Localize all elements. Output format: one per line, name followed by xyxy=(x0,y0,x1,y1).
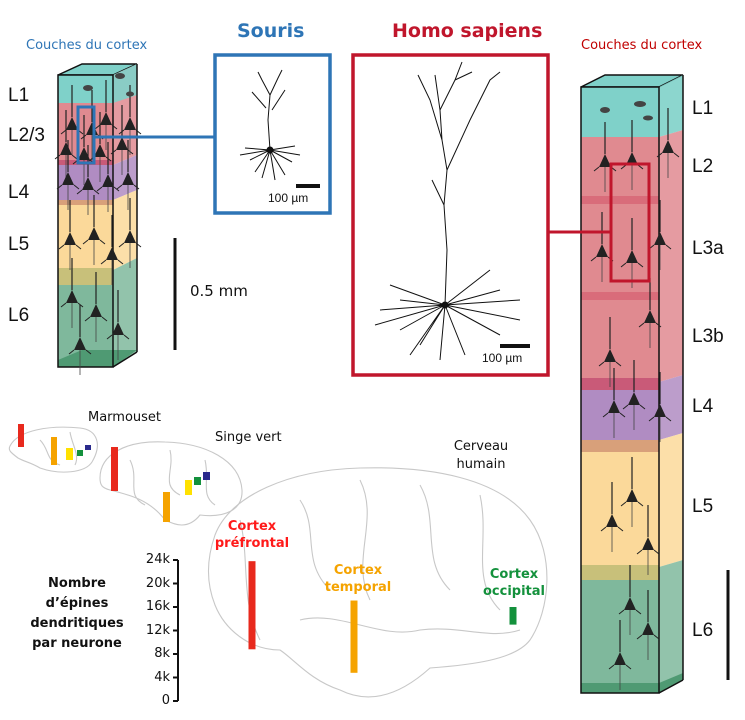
mouse-layer-label: L5 xyxy=(8,234,30,255)
human-cortex-column xyxy=(580,74,684,694)
region-label-prefrontal: Cortex préfrontal xyxy=(212,518,292,552)
monkey-temporal-bar xyxy=(163,492,170,522)
marmoset-brain-outline xyxy=(8,426,98,473)
region-line: Cortex xyxy=(333,563,383,578)
bar-occipital xyxy=(509,607,517,625)
human-bars xyxy=(248,561,517,673)
human-layer-L1 xyxy=(581,87,659,137)
human-title: Homo sapiens xyxy=(392,20,543,42)
human-neuron-drawing xyxy=(374,61,521,361)
mouse-cortex-column xyxy=(54,63,142,376)
human-layer-label: L4 xyxy=(692,396,714,417)
mouse-neuron-scale-label: 100 µm xyxy=(268,191,309,205)
bar-prefrontal xyxy=(248,561,256,650)
y-tick-label: 4k xyxy=(154,669,170,685)
y-axis-title-line: Nombre xyxy=(48,576,106,591)
region-line: occipital xyxy=(482,584,545,599)
bar-temporal xyxy=(350,600,358,673)
human-brain-label: Cerveau humain xyxy=(453,439,509,472)
monkey-green-bar xyxy=(194,477,201,485)
marmoset-label: Marmouset xyxy=(88,410,162,425)
mouse-layer-L5 xyxy=(58,205,113,270)
mouse-title: Souris xyxy=(237,20,305,42)
region-label-temporal: Cortex temporal xyxy=(318,562,398,596)
marmoset-temporal-bar xyxy=(51,437,57,465)
y-axis-title: Nombre d’épines dendritiques par neurone xyxy=(22,574,132,654)
human-layer-label: L2 xyxy=(692,156,714,177)
human-neuron-panel xyxy=(351,53,550,377)
marmoset-navy-bar xyxy=(85,445,91,450)
human-layer-label: L6 xyxy=(692,620,714,641)
y-axis-title-line: par neurone xyxy=(32,636,122,651)
y-tick-label: 24k xyxy=(145,552,170,567)
human-layer-label: L5 xyxy=(692,496,714,517)
column-scale-label: 0.5 mm xyxy=(190,282,248,300)
region-line: préfrontal xyxy=(214,536,290,551)
region-line: Cortex xyxy=(489,567,539,582)
region-label-occipital: Cortex occipital xyxy=(474,566,554,600)
human-brain-outline xyxy=(208,467,548,698)
mouse-layer-label: L6 xyxy=(8,305,30,326)
mouse-layers-caption: Couches du cortex xyxy=(26,38,148,53)
y-axis-title-line: d’épines xyxy=(45,596,109,611)
human-layer-label: L3b xyxy=(692,326,724,347)
human-neuron-scale-label: 100 µm xyxy=(482,351,523,365)
human-layers-caption: Couches du cortex xyxy=(581,38,703,53)
marmoset-green-bar xyxy=(77,450,83,456)
mouse-layer-label: L2/3 xyxy=(8,125,45,146)
green-monkey-bars xyxy=(111,447,210,522)
human-layer-L4 xyxy=(581,390,659,440)
mouse-neuron-panel xyxy=(213,53,332,215)
human-layer-label: L3a xyxy=(692,238,724,259)
mouse-highlight-box xyxy=(76,105,96,165)
y-tick-label: 16k xyxy=(145,599,170,614)
y-tick-label: 12k xyxy=(145,622,170,638)
y-axis xyxy=(173,559,179,702)
monkey-yellow-bar xyxy=(185,480,192,495)
region-line: Cortex xyxy=(227,519,277,534)
human-highlight-box xyxy=(609,162,651,283)
y-axis-title-line: dendritiques xyxy=(30,616,124,631)
monkey-prefrontal-bar xyxy=(111,447,118,491)
y-tick-label: 8k xyxy=(154,646,170,661)
human-layer-L2-L3 xyxy=(581,137,659,382)
y-tick-label: 20k xyxy=(145,575,170,591)
y-tick-label: 0 xyxy=(161,693,170,708)
mouse-layer-label: L4 xyxy=(8,182,30,203)
green-monkey-label: Singe vert xyxy=(215,430,282,445)
marmoset-yellow-bar xyxy=(66,448,73,460)
mouse-neuron-drawing xyxy=(239,69,301,181)
marmoset-bars xyxy=(18,424,91,465)
region-line: temporal xyxy=(324,580,392,595)
monkey-navy-bar xyxy=(203,472,210,480)
human-layer-label: L1 xyxy=(692,98,714,119)
mouse-layer-label: L1 xyxy=(8,85,30,106)
marmoset-prefrontal-bar xyxy=(18,424,24,447)
